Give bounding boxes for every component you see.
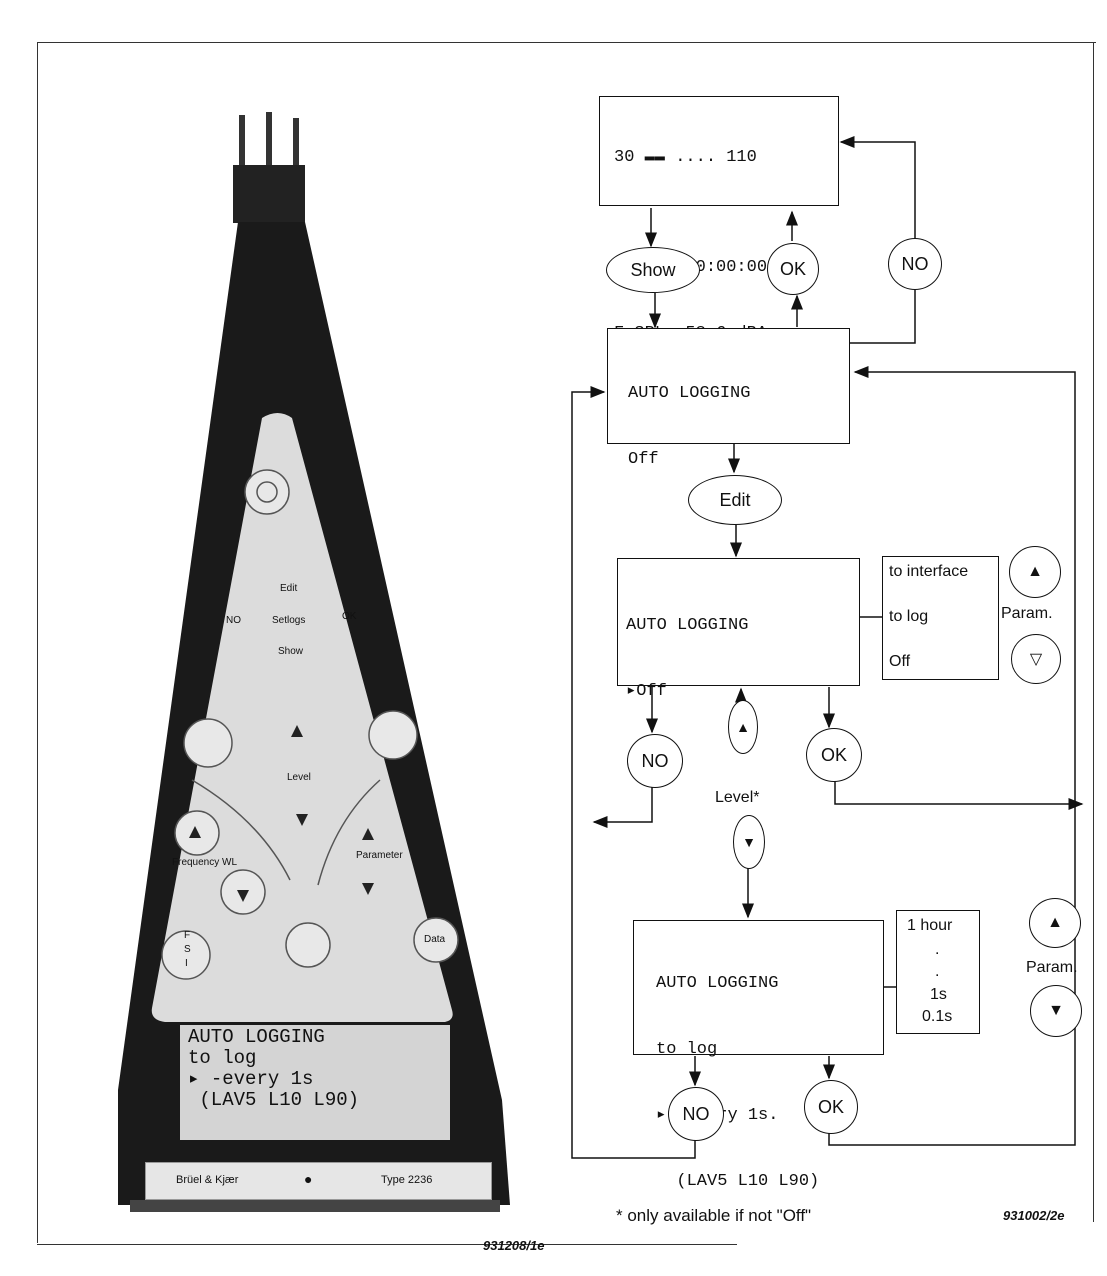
no-button-top[interactable]: NO (888, 238, 942, 290)
screen-auto-logging-log: AUTO LOGGING to log ▸ -every 1s. (LAV5 L… (633, 920, 884, 1191)
screen-auto-logging-edit: AUTO LOGGING ▸Off (617, 558, 860, 701)
screen-line: (LAV5 L10 L90) (656, 1172, 820, 1191)
screen-auto-logging-off: AUTO LOGGING Off (607, 328, 850, 469)
figure-frame-bottom (37, 1244, 737, 1245)
screen-line: Off (628, 450, 659, 469)
param-label-top: Param. (1001, 605, 1053, 622)
option-item: Off (889, 653, 911, 670)
option-item: 1s (930, 986, 947, 1003)
level-up-button[interactable]: ▲ (728, 700, 758, 754)
option-item: 1 hour (907, 917, 953, 934)
figure-frame (37, 42, 1096, 1243)
meter-key-show: Show (278, 646, 304, 657)
param-up-button-bottom[interactable]: ▲ (1029, 898, 1081, 948)
no-button-mid[interactable]: NO (627, 734, 683, 788)
meter-display: AUTO LOGGING to log ▸ -every 1s (LAV5 L1… (180, 1025, 450, 1140)
option-item: . (935, 941, 940, 958)
screen-line: AUTO LOGGING (628, 384, 751, 403)
brand-logo-icon: ● (304, 1171, 313, 1187)
meter-key-i: I (185, 958, 188, 969)
param-up-button-top[interactable]: ▲ (1009, 546, 1061, 598)
meter-key-parameter: Parameter (356, 850, 403, 861)
screen-line: AUTO LOGGING (656, 974, 779, 993)
triangle-up-icon: ▲ (1047, 914, 1063, 931)
screen-line: ▸Off (626, 682, 667, 701)
meter-display-line: ▸ -every 1s (188, 1068, 314, 1090)
triangle-down-icon: ▼ (1048, 1002, 1064, 1019)
screen-line: AUTO LOGGING (626, 616, 749, 635)
level-label: Level* (715, 789, 760, 806)
no-button-bottom[interactable]: NO (668, 1087, 724, 1141)
footnote: * only available if not "Off" (616, 1206, 812, 1225)
meter-display-line: (LAV5 L10 L90) (188, 1089, 360, 1111)
figure-code-right: 931002/2e (1003, 1208, 1065, 1223)
ok-button-mid[interactable]: OK (806, 728, 862, 782)
meter-key-f: F (184, 930, 191, 941)
figure-code-left: 931208/1e (483, 1238, 545, 1253)
meter-display-line: to log (188, 1047, 257, 1069)
meter-key-edit: Edit (280, 583, 298, 594)
brand-name: Brüel & Kjær (176, 1174, 239, 1186)
triangle-up-icon: ▲ (1027, 563, 1043, 580)
edit-button[interactable]: Edit (688, 475, 782, 525)
meter-key-no: NO (226, 615, 241, 626)
show-button[interactable]: Show (606, 247, 700, 293)
meter-display-line: AUTO LOGGING (188, 1026, 325, 1048)
param-label-bottom: Param. (1026, 959, 1078, 976)
meter-key-data: Data (424, 934, 446, 945)
ok-button-top[interactable]: OK (767, 243, 819, 295)
meter-type: Type 2236 (381, 1174, 433, 1186)
options-mode: to interface to log Off (882, 556, 999, 680)
screen-line: to log (656, 1040, 718, 1059)
level-down-button[interactable]: ▼ (733, 815, 765, 869)
screen-measurement: 30 ▬▬ .... 110 PAUSE 00:00:00 F SPL 58.6… (599, 96, 839, 343)
param-down-button-top[interactable]: ▽ (1011, 634, 1061, 684)
meter-key-setlogs: Setlogs (272, 615, 306, 626)
options-interval: 1 hour . . 1s 0.1s (896, 910, 980, 1034)
meter-key-s: S (184, 944, 191, 955)
meter-key-frequency: Frequency WL (172, 857, 238, 868)
triangle-down-icon: ▽ (1029, 651, 1043, 668)
meter-key-level: Level (287, 772, 311, 783)
triangle-up-icon: ▲ (736, 719, 750, 735)
triangle-down-icon: ▼ (742, 834, 756, 850)
ok-button-bottom[interactable]: OK (804, 1080, 858, 1134)
option-item: to log (889, 608, 929, 625)
screen-line: 30 ▬▬ .... 110 (614, 148, 757, 167)
meter-brand-strip: Brüel & Kjær ● Type 2236 (145, 1162, 492, 1200)
option-item: . (935, 963, 940, 980)
param-down-button-bottom[interactable]: ▼ (1030, 985, 1082, 1037)
option-item: 0.1s (922, 1008, 953, 1025)
option-item: to interface (889, 563, 969, 580)
figure-frame-right (1093, 42, 1094, 1222)
meter-key-ok: OK (342, 611, 357, 622)
